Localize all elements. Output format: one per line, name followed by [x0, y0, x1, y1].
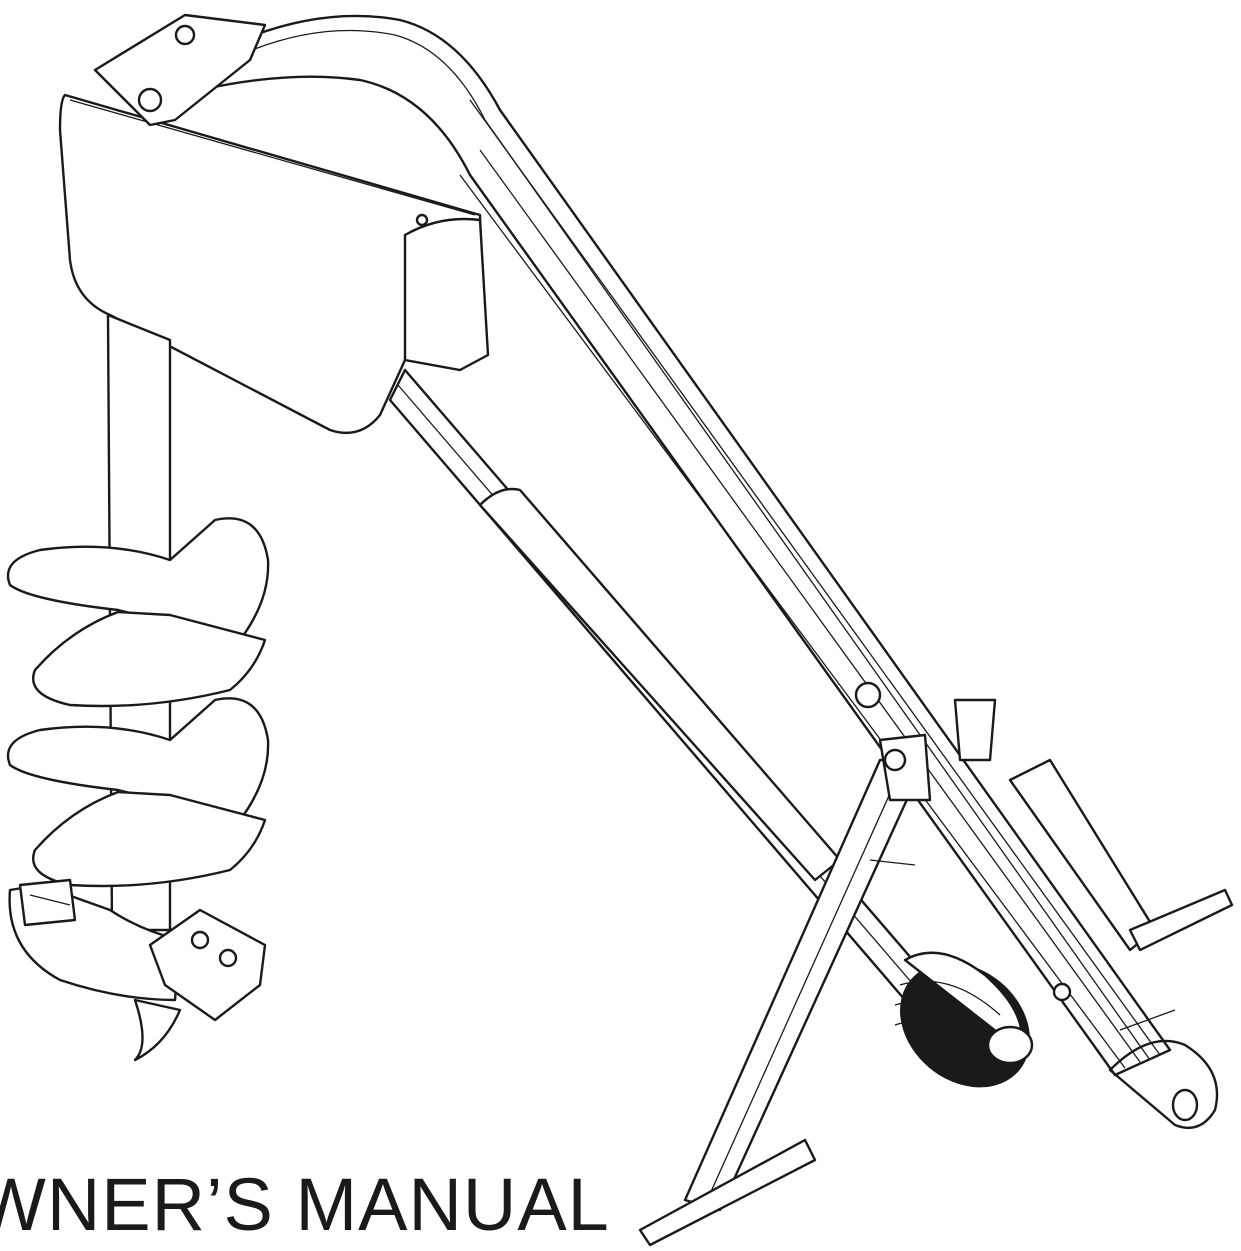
pto-coupler — [876, 938, 1054, 1112]
a-frame — [640, 683, 1232, 1245]
drive-shaft-tube — [390, 370, 930, 1000]
auger-flights — [8, 518, 268, 1060]
manual-title: WNER’S MANUAL — [0, 1163, 610, 1246]
boom-arm — [200, 16, 1217, 1128]
gearbox-shield — [60, 15, 488, 433]
